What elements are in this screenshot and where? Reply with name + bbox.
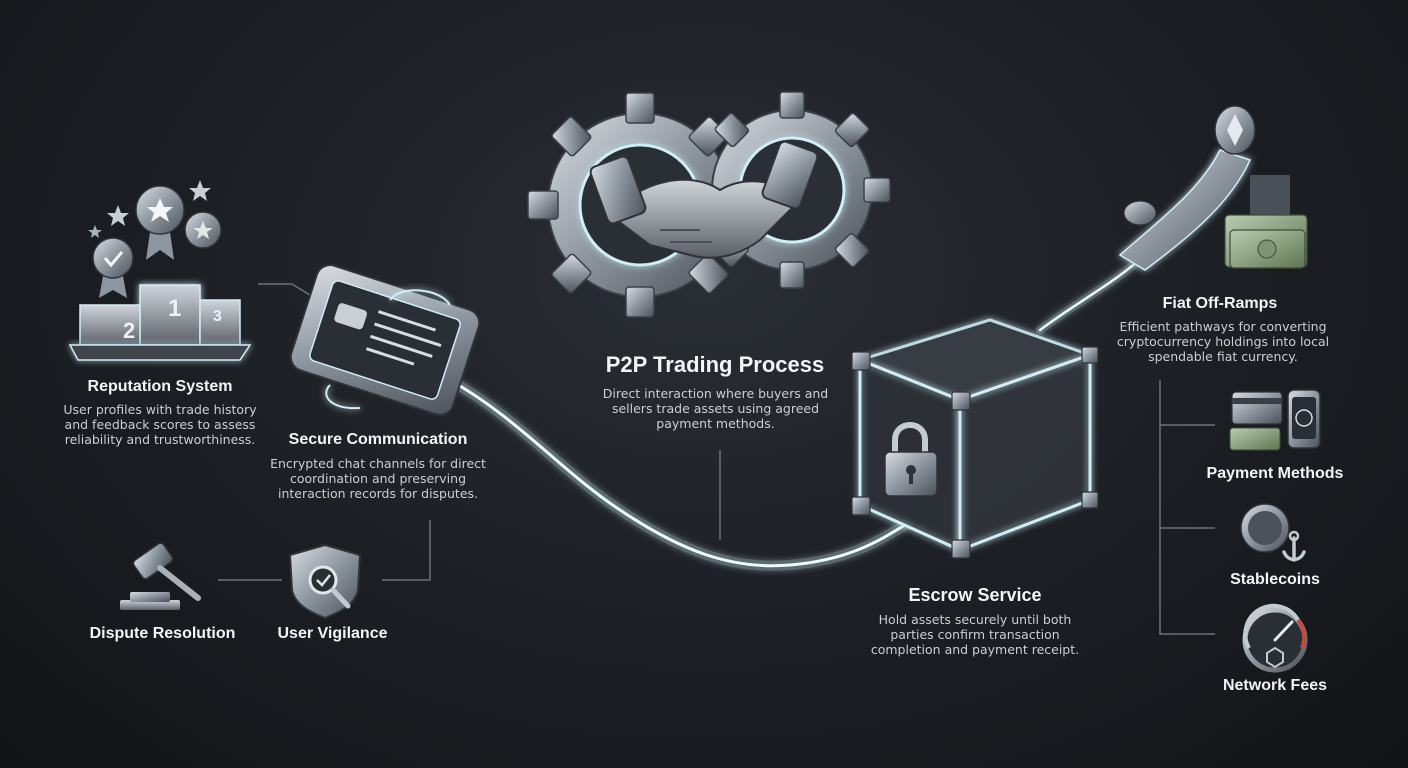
fees-title: Network Fees <box>1222 677 1328 694</box>
communication-title: Secure Communication <box>288 431 468 448</box>
payment-title: Payment Methods <box>1206 465 1344 482</box>
fiat-title: Fiat Off-Ramps <box>1162 295 1278 312</box>
escrow-description: Hold assets securely until both parties … <box>870 612 1080 657</box>
coin-ramp-icon <box>1118 105 1308 271</box>
stablecoin-anchor-icon <box>1240 503 1306 562</box>
speedometer-icon <box>1242 603 1308 673</box>
podium-rank-first: 1 <box>168 295 182 322</box>
reputation-description: User profiles with trade history and fee… <box>63 402 257 447</box>
dispute-title: Dispute Resolution <box>89 625 236 642</box>
escrow-box-lock-icon <box>851 318 1099 559</box>
shield-search-icon <box>288 543 362 620</box>
vigilance-title: User Vigilance <box>277 625 388 642</box>
gear-handshake-icon <box>527 91 891 318</box>
escrow-title: Escrow Service <box>908 585 1042 605</box>
podium-rank-second: 2 <box>123 318 136 343</box>
gavel-icon <box>120 542 201 610</box>
communication-description: Encrypted chat channels for direct coord… <box>270 456 486 501</box>
main-description: Direct interaction where buyers and sell… <box>602 386 829 431</box>
fiat-description: Efficient pathways for converting crypto… <box>1116 319 1330 364</box>
payment-card-phone-icon <box>1229 389 1321 451</box>
smartphone-chat-icon <box>289 264 481 416</box>
podium-rank-third: 3 <box>213 308 222 325</box>
connector-lines <box>218 283 1215 635</box>
stablecoins-title: Stablecoins <box>1230 571 1320 588</box>
podium-medal-icon <box>68 180 252 361</box>
main-title: P2P Trading Process <box>605 352 825 377</box>
reputation-title: Reputation System <box>87 378 233 395</box>
